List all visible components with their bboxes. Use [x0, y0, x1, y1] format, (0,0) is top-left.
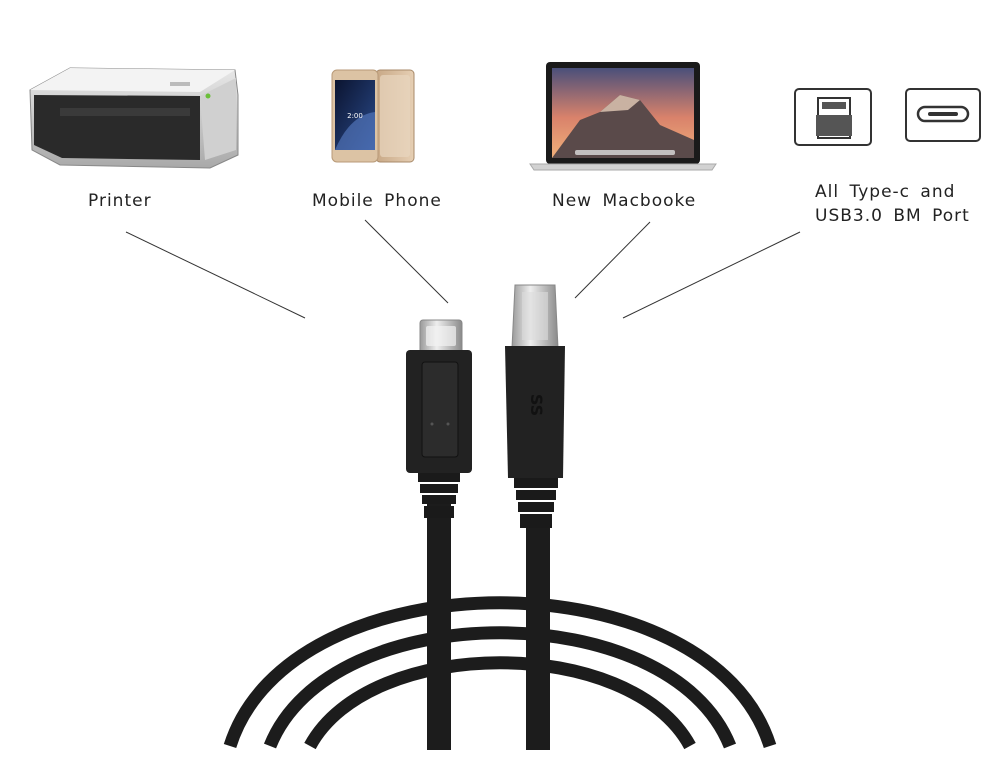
label-printer: Printer — [88, 191, 152, 211]
pointer-lines — [125, 219, 801, 319]
label-mobile-phone: Mobile Phone — [312, 191, 442, 211]
usb-c-connector-icon — [406, 319, 472, 750]
label-ports-line-1: All Type-c and — [815, 182, 956, 202]
printer-icon — [29, 67, 239, 169]
pointer-line-ports — [622, 231, 801, 319]
usb-b-port-icon — [794, 88, 872, 146]
usb-c-port-icon — [905, 88, 981, 142]
label-macbook: New Macbooke — [552, 191, 697, 211]
macbook-icon — [529, 62, 717, 171]
usb-b-ss-logo: SS — [527, 394, 546, 416]
usb-b-connector-icon: SS — [505, 284, 565, 750]
label-ports-line-2: USB3.0 BM Port — [815, 206, 970, 226]
pointer-line-phone — [364, 219, 449, 304]
pointer-line-printer — [125, 231, 306, 319]
pointer-line-macbook — [574, 221, 651, 299]
label-ports: All Type-c and USB3.0 BM Port — [815, 180, 970, 228]
cable-coils — [223, 596, 777, 750]
phone-clock: 2:00 — [347, 112, 363, 120]
mobile-phone-icon: 2:00 — [331, 69, 415, 163]
